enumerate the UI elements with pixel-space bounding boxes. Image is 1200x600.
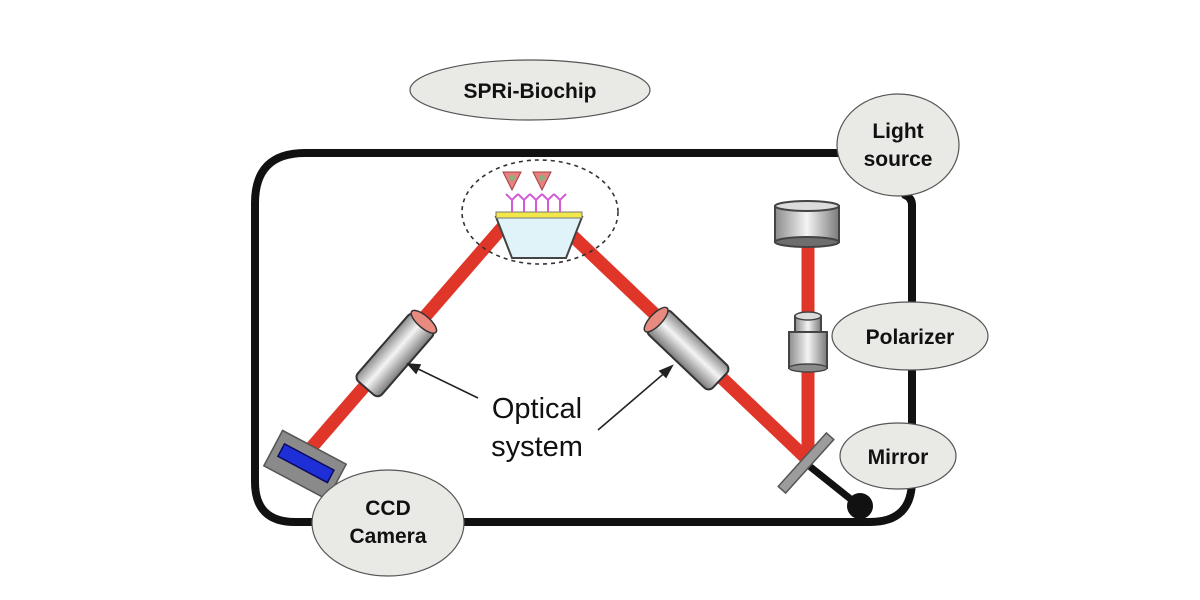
label-mirror: Mirror [839,422,957,490]
svg-text:CCD: CCD [365,497,411,520]
mirror-pivot [847,493,873,519]
polarizer-icon [788,311,828,373]
antigen-markers [502,171,552,192]
label-ccd-camera: CCD Camera [311,469,465,577]
svg-text:Polarizer: Polarizer [866,326,955,349]
label-light-source: Light source [836,93,960,197]
biochip-detail [461,159,619,265]
svg-text:Light: Light [872,120,923,143]
light-source-icon [774,200,840,248]
ccd-camera-icon [262,429,348,501]
mirror-icon [777,431,835,495]
svg-text:Optical: Optical [492,393,582,425]
svg-text:Camera: Camera [349,525,426,548]
label-polarizer: Polarizer [831,301,989,371]
label-optical-system: Optical system [491,393,583,463]
gold-film [495,211,583,219]
optical-lens-left [355,309,438,398]
label-spri-biochip: SPRi-Biochip [409,59,651,121]
optical-arrows [406,363,674,431]
svg-text:SPRi-Biochip: SPRi-Biochip [463,80,596,103]
prism-icon [494,216,584,259]
svg-text:Mirror: Mirror [868,446,929,469]
optical-lens-right [643,306,730,391]
antibody-layer [505,193,567,212]
svg-text:source: source [864,148,933,171]
instrument-frame [251,149,916,526]
svg-text:system: system [491,431,583,463]
